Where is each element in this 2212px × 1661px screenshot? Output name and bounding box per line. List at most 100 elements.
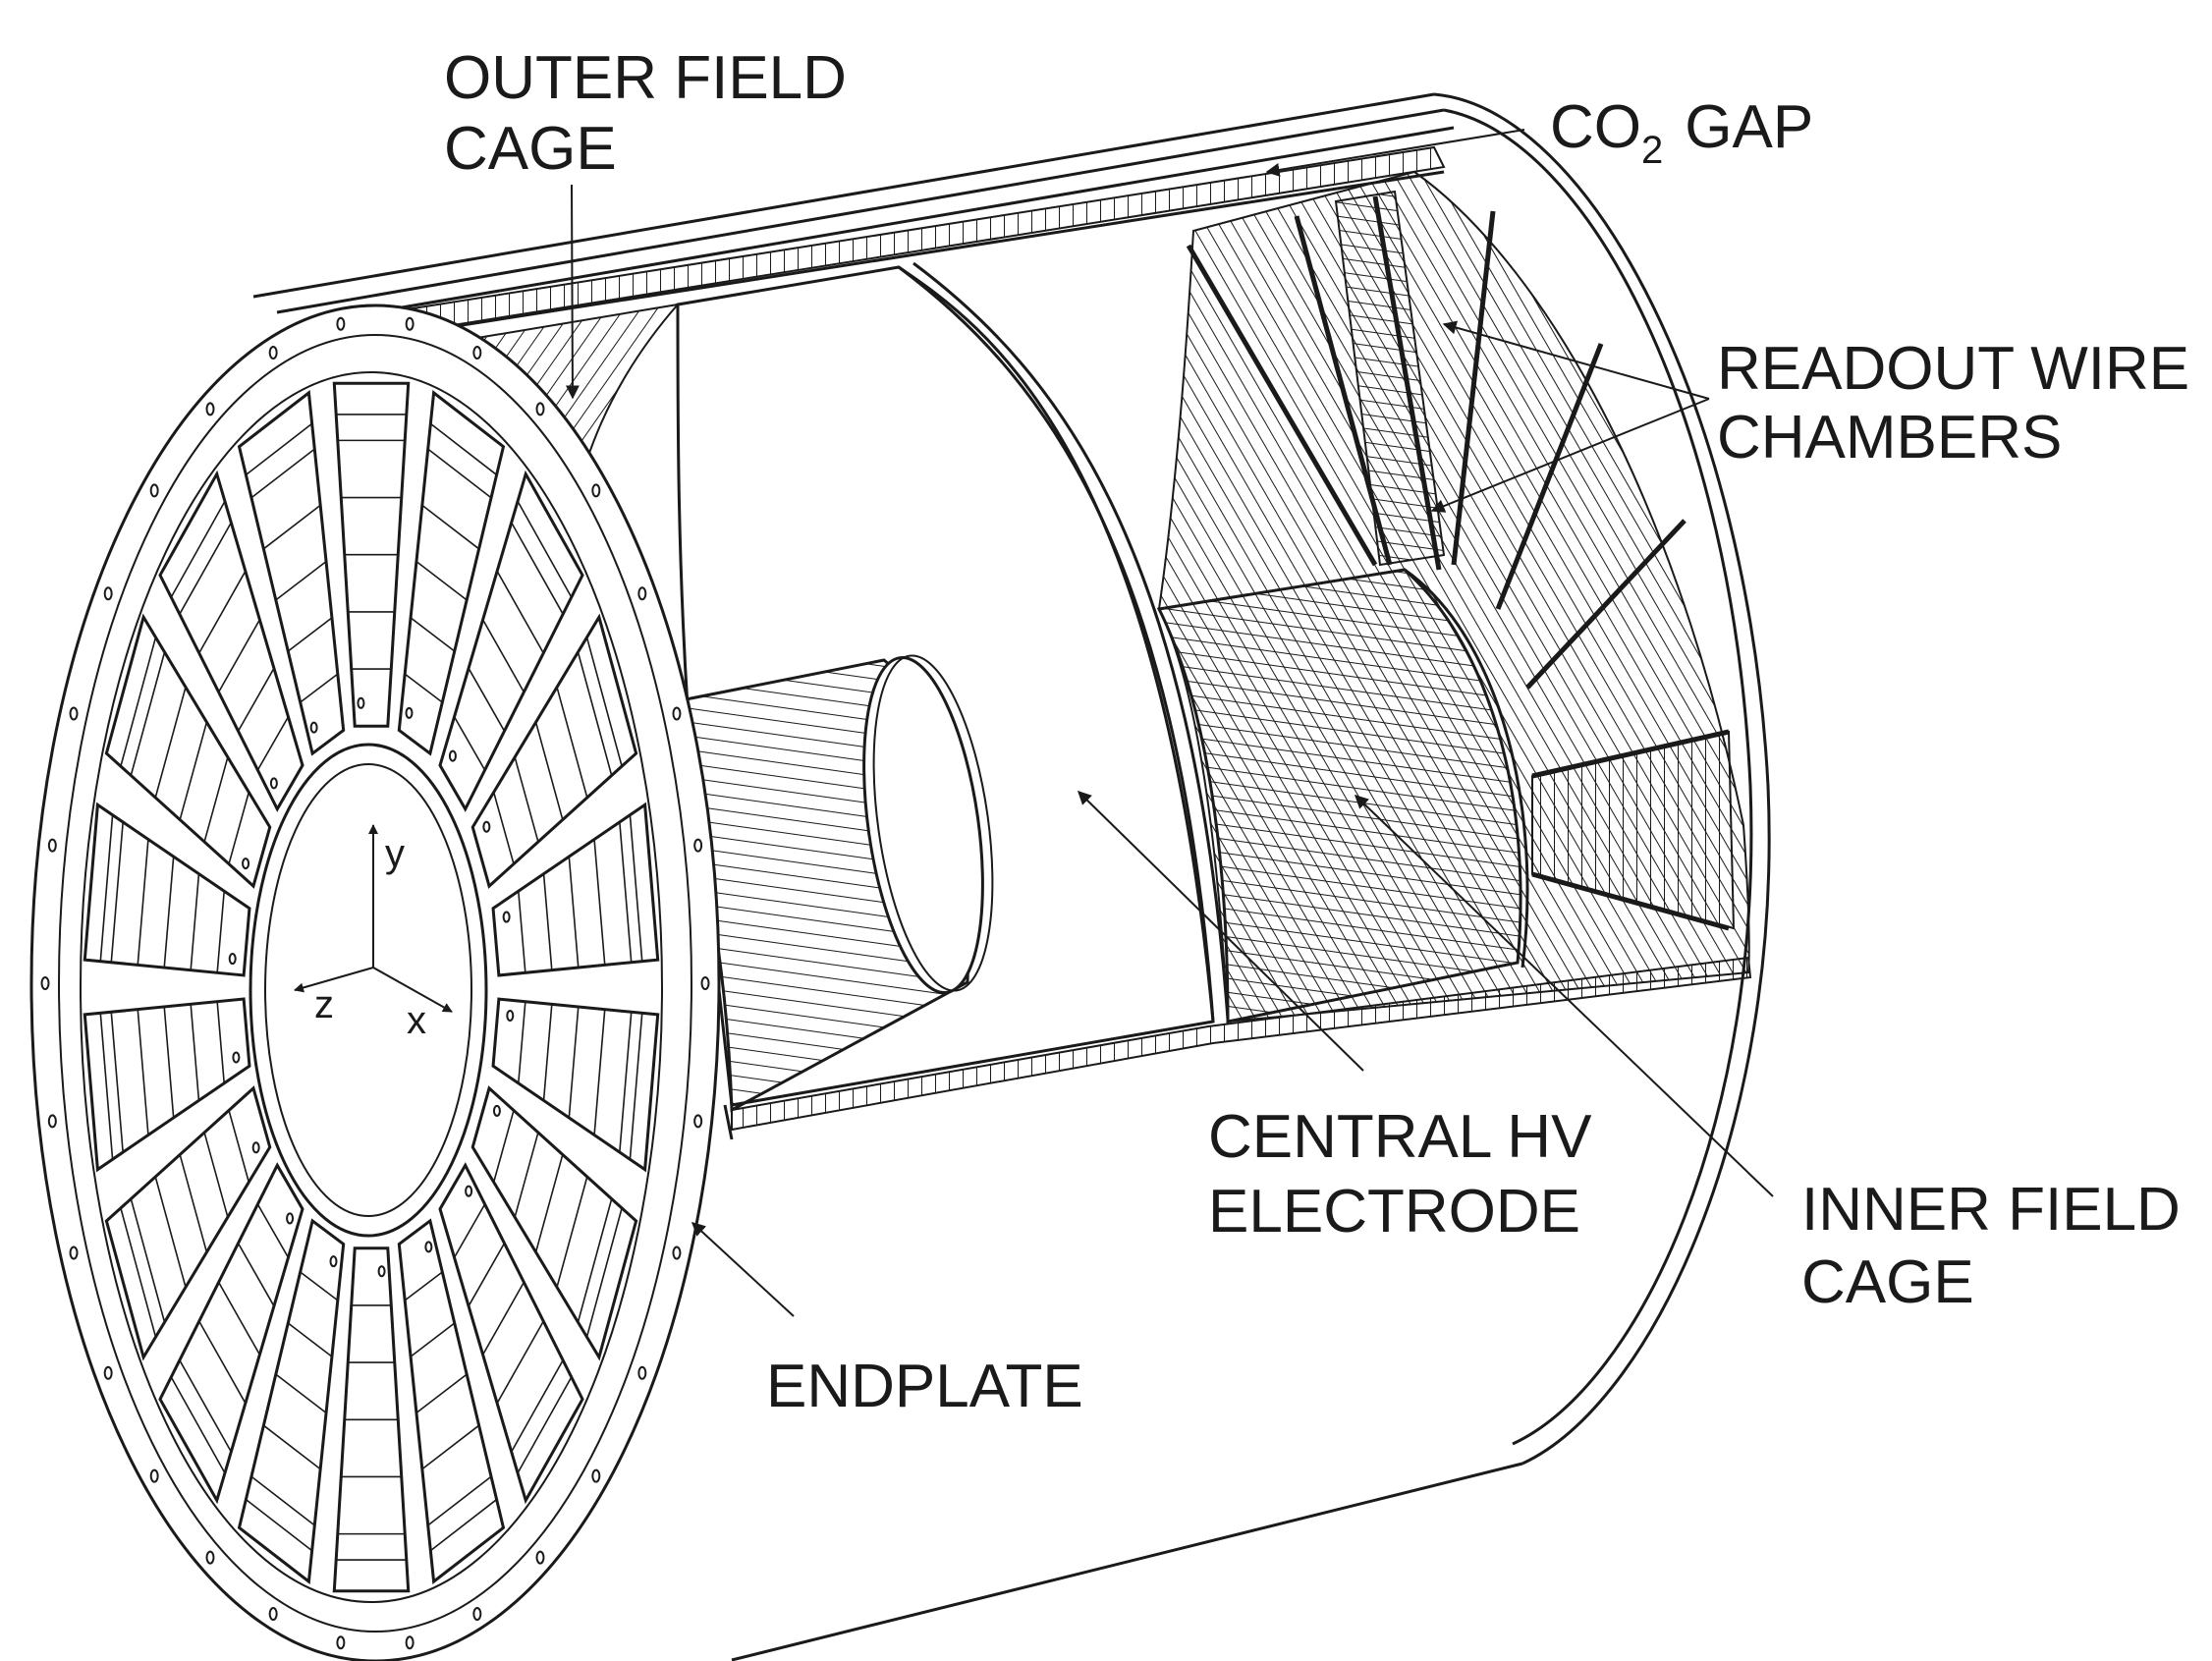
sector-rung [510,522,564,615]
bolt-hole [149,1468,159,1483]
bolt-hole [672,706,682,721]
sector-rim [171,1377,227,1474]
sector-rung [163,856,175,969]
bolt-hole [47,1114,57,1129]
sector-rung [198,571,247,654]
sector-rung [250,448,315,499]
endplate-sector [104,613,272,889]
sector-rung [190,1004,200,1101]
outer-field-cage-line-2: CAGE [444,115,617,183]
bolt-hole [591,483,601,498]
sector-rung [110,1012,124,1153]
inner-hole [251,1141,260,1154]
sector-rung [492,792,515,864]
sector-rung [237,1243,275,1307]
endplate-sector [158,1162,304,1505]
inner-hole [502,911,511,923]
sector-rung [262,1424,321,1470]
bolt-hole [205,402,215,416]
sector-rung [514,1132,539,1218]
sector-rung [421,1424,480,1470]
leader-lines [565,129,1774,1317]
readout-line-1: READOUT WIRE [1717,335,2189,403]
bolt-hole [40,976,50,990]
inner-hole [228,953,237,966]
inner-hole [506,1009,515,1022]
inner-field-cage-right [1156,568,1529,1024]
sector-rung [518,891,526,973]
inner-field-cage-line-2: CAGE [1801,1248,1974,1316]
sector-rung [534,721,564,820]
sector-rung [427,448,492,499]
sector-rung [415,561,468,601]
sector-rung [556,1176,588,1288]
central-hv-leader [1077,791,1364,1072]
sector-rung [568,1006,580,1119]
sector-rung [203,756,229,843]
bolt-hole [693,838,703,853]
bolt-hole [336,316,346,331]
sector-rung [542,1004,553,1101]
z-axis-label: z [314,983,334,1026]
sector-rung [619,1012,633,1153]
inner-hole [424,1241,433,1253]
bolt-hole [103,1365,113,1380]
bolt-hole [205,1550,215,1565]
sector-rim [629,1013,643,1161]
sector-rung [577,1198,613,1323]
bolt-hole [700,976,710,990]
bolt-hole [672,1246,682,1260]
sector-rim [120,1208,157,1339]
bolt-hole [472,346,482,360]
bolt-hole [535,1550,545,1565]
bolt-hole [103,586,113,601]
endplate-label: ENDPLATE [766,1353,1083,1420]
sector-rung [250,1475,315,1526]
sector-rim [585,636,623,766]
inner-hole [269,777,278,790]
inner-hole [377,1265,386,1278]
inner-hole [492,1104,501,1117]
sector-rung [198,1320,247,1404]
sector-rung [179,721,208,820]
central-hv-line-2: ELECTRODE [1208,1178,1580,1246]
sector-rung [534,1154,564,1253]
co2-gap-leader [1265,129,1525,177]
sector-rung [228,1110,250,1183]
endplate-sector-grid [83,381,660,1593]
sector-rung [256,716,290,771]
sector-rung [130,1198,166,1323]
endplate-sector [397,390,506,756]
sector-rung [203,1132,229,1218]
inner-field-cage-label: INNER FIELD CAGE [1801,1176,2181,1316]
bolt-hole [693,1114,703,1129]
sector-rim [516,1377,572,1474]
bolt-hole [268,1606,278,1621]
sector-rung [518,1001,526,1083]
sector-rung [287,617,333,652]
sector-rung [510,1359,564,1453]
sector-rung [217,619,261,692]
inner-field-cage-leader [1354,795,1774,1197]
inner-bolt-holes [228,696,515,1278]
bolt-hole [405,316,415,331]
sector-rung [410,617,456,652]
endplate-sector [158,470,304,812]
sector-rung [453,716,486,771]
sector-rung [130,651,166,776]
outer-cylinder [252,92,1771,1661]
sector-rung [217,1282,261,1356]
sector-rung [556,687,588,799]
sector-rung [237,667,275,732]
sector-rung [542,873,553,970]
sector-rung [154,1176,187,1288]
sector-rung [453,1203,486,1258]
sector-rung [492,1110,515,1183]
sector-rung [593,1009,606,1135]
endplate-sector [104,1085,272,1361]
inner-hole [242,858,250,870]
readout-leader-2 [1430,398,1710,513]
inner-hole [329,1255,338,1268]
endplate-bolt-holes [40,316,710,1650]
inner-hole [448,749,457,762]
